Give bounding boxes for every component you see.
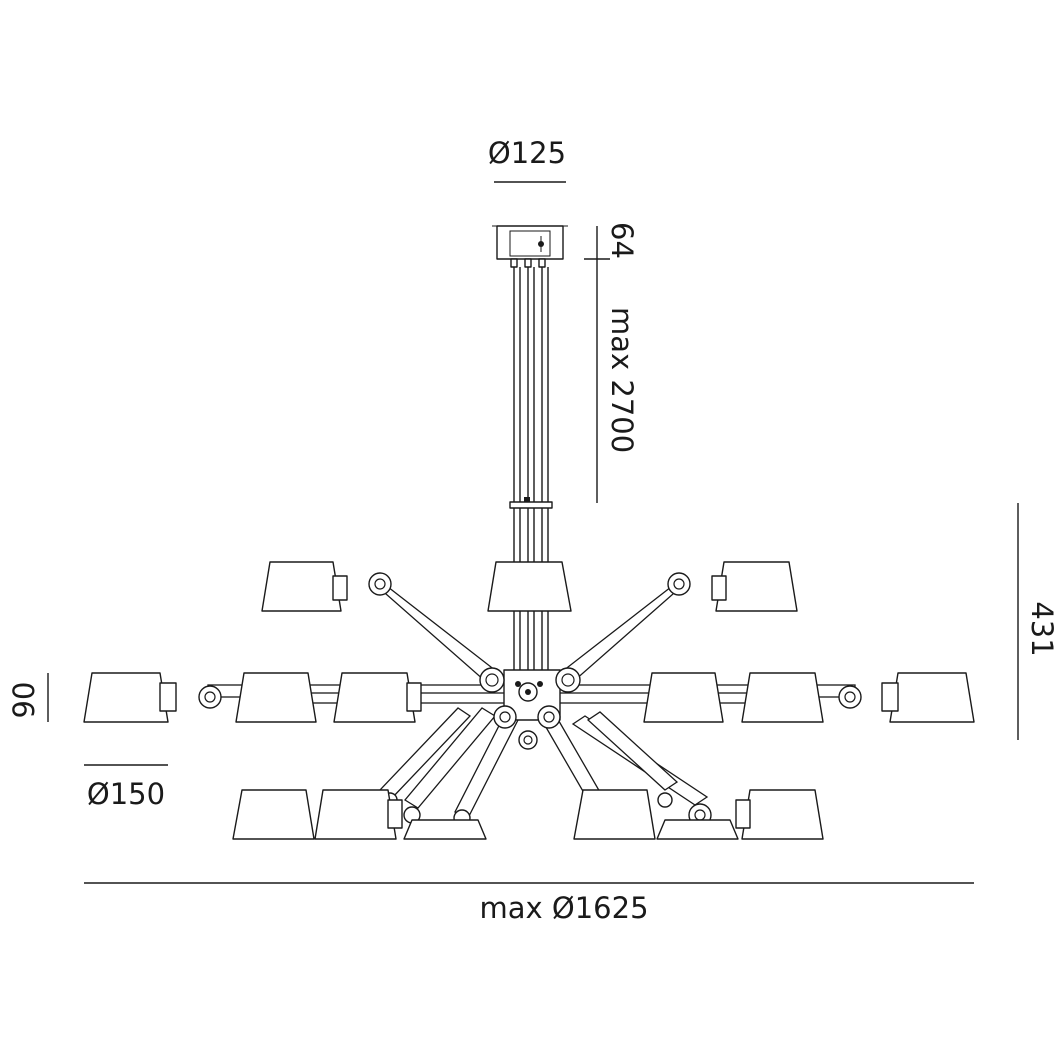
canopy-diameter-label: Ø125	[488, 136, 566, 170]
body-height-label: 431	[1025, 601, 1059, 656]
shade-bottom-1	[232, 789, 315, 840]
shade-mid-far-right	[889, 672, 975, 723]
lamp-arms	[207, 579, 856, 819]
ceiling-canopy	[492, 225, 568, 268]
shade-top-left	[261, 561, 342, 612]
lamp-shades	[83, 561, 975, 840]
shade-mid-inner-right	[741, 672, 824, 723]
shade-bottom-4	[573, 789, 656, 840]
suspension-length-label: max 2700	[605, 307, 639, 453]
shade-bottom-5	[656, 819, 739, 840]
overall-diameter-label: max Ø1625	[479, 891, 648, 925]
shade-mid-back-right	[643, 672, 724, 723]
central-hub	[479, 667, 581, 750]
shade-mid-far-left	[83, 672, 169, 723]
shade-mid-back-left	[235, 672, 317, 723]
shade-bottom-3	[403, 819, 487, 840]
shade-height-label: 90	[7, 682, 41, 719]
shade-top-center	[487, 561, 572, 612]
suspension-rods	[509, 267, 553, 680]
shade-bottom-6	[741, 789, 824, 840]
dimension-lines	[47, 181, 1019, 884]
shade-diameter-label: Ø150	[87, 777, 165, 811]
shade-mid-inner-left	[333, 672, 416, 723]
shade-top-right	[715, 561, 798, 612]
shade-bottom-2	[314, 789, 397, 840]
canopy-height-label: 64	[605, 222, 639, 259]
